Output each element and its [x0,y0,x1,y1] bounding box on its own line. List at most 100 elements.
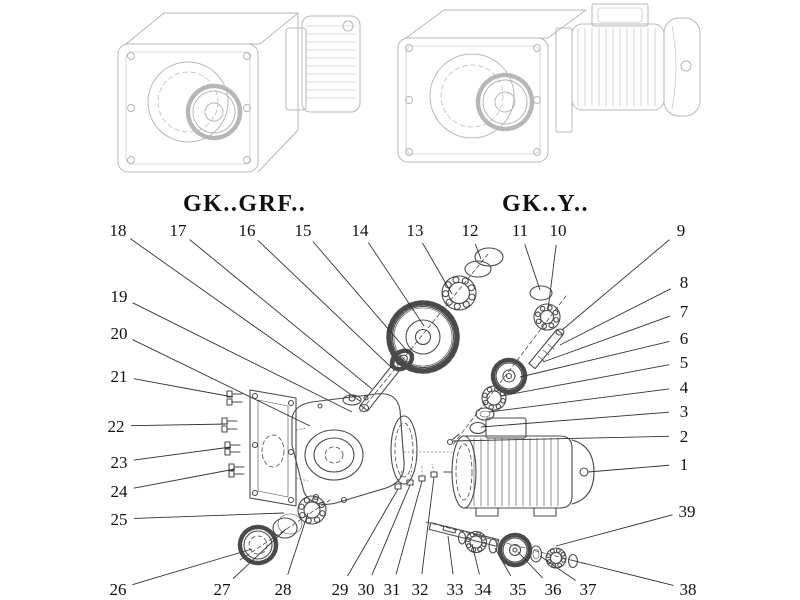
callout-24: 24 [111,482,129,501]
callout-26: 26 [110,580,127,599]
leader-line-31 [395,480,423,575]
ball-bearing-lower-left [297,495,327,525]
electric-motor [443,417,595,517]
leader-line-6 [519,341,670,378]
leader-line-2 [452,435,670,442]
callout-28: 28 [275,580,292,599]
leader-line-19 [132,302,353,413]
leader-line-36 [517,551,544,579]
callout-38: 38 [680,580,697,599]
leader-line-37 [539,555,576,581]
callout-2: 2 [680,427,689,446]
leader-line-22 [130,423,229,427]
spacer-ring [488,538,498,554]
lower-left-bearing-set [237,513,303,566]
leader-line-16 [257,240,393,369]
callout-23: 23 [111,453,128,472]
leader-line-39 [555,514,673,547]
pinion-shaft [528,328,565,370]
retaining-rings-upper [464,247,504,278]
leader-line-8 [559,288,671,346]
leader-line-26 [132,548,253,586]
callout-31: 31 [384,580,401,599]
callout-7: 7 [680,302,689,321]
callout-9: 9 [677,221,686,240]
callout-33: 33 [447,580,464,599]
callout-12: 12 [462,221,479,240]
callout-29: 29 [332,580,349,599]
motor-body [571,23,665,111]
ball-bearing-right-upper [533,303,561,331]
retaining-ring-right [529,285,553,301]
gearbox-y-drawing [397,3,701,163]
gearbox-grf-drawing [117,12,361,173]
leader-line-27 [232,528,287,580]
callout-22: 22 [108,417,125,436]
output-shaft-assembly [428,522,500,547]
flange-bolts [221,390,245,478]
leader-line-1 [587,464,670,473]
leader-line-25 [133,512,285,519]
lower-left-axis-line [239,499,331,561]
motor-terminal-box [591,3,649,27]
callout-20: 20 [111,324,128,343]
callout-30: 30 [358,580,375,599]
leader-line-18 [129,238,361,402]
output-ring [529,545,543,563]
leader-line-10 [547,244,557,311]
callout-8: 8 [680,273,689,292]
callout-13: 13 [407,221,424,240]
callout-19: 19 [111,287,128,306]
callout-6: 6 [680,329,689,348]
callout-25: 25 [111,510,128,529]
output-gear [497,532,533,568]
callout-27: 27 [214,580,232,599]
leader-line-30 [371,484,411,576]
leader-line-12 [474,243,482,260]
gearbox-housing [291,393,418,505]
variant-label-grf: GK..GRF.. [183,191,307,217]
motor-fan-cowl [663,17,701,117]
callout-39: 39 [679,502,696,521]
variant-label-y: GK..Y.. [502,191,589,217]
leader-line-11 [524,244,541,291]
callout-10: 10 [550,221,567,240]
upper-axis-line [359,253,489,413]
end-washer [567,553,579,569]
leader-line-13 [422,242,453,295]
leader-line-3 [480,411,670,428]
callout-11: 11 [512,221,528,240]
leader-line-38 [570,559,674,586]
leader-line-32 [421,476,435,575]
leader-line-33 [447,535,454,575]
leader-line-15 [312,241,409,353]
exploded-view [221,247,595,569]
callout-34: 34 [475,580,493,599]
callout-1: 1 [680,455,689,474]
leader-line-21 [133,378,234,398]
leader-line-9 [561,239,670,331]
leader-line-24 [133,468,236,489]
mounting-flange-plate [249,389,297,507]
callout-15: 15 [295,221,312,240]
right-axis-line [451,295,567,447]
leader-line-5 [500,364,670,397]
callout-18: 18 [110,221,127,240]
callout-3: 3 [680,402,689,421]
ball-bearing-upper [441,275,477,311]
callout-14: 14 [352,221,370,240]
leader-line-14 [367,242,425,327]
leader-line-28 [287,512,309,575]
callout-36: 36 [545,580,562,599]
callout-16: 16 [239,221,256,240]
callout-5: 5 [680,353,689,372]
motor-terminal-box-exploded [485,417,527,439]
callout-21: 21 [111,367,128,386]
callout-37: 37 [580,580,598,599]
callout-35: 35 [510,580,527,599]
gear-wheel-large [386,300,460,374]
ball-bearing-right-lower [481,385,507,411]
